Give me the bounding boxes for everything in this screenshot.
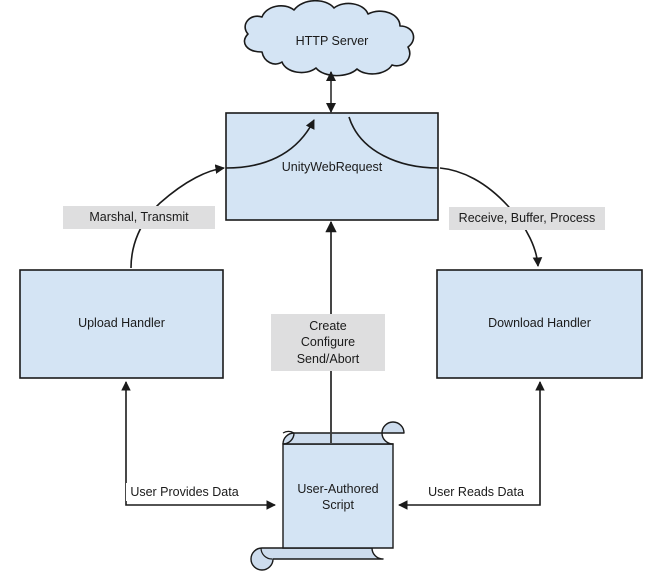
node-unity-web-request-shape <box>225 112 439 221</box>
edge-inner-right-curve <box>348 116 439 169</box>
tag-create-configure-send: Create Configure Send/Abort <box>271 314 385 371</box>
edge-download-to-script <box>398 381 545 510</box>
edge-script-to-upload <box>121 381 276 510</box>
edge-inner-left-curve <box>225 119 315 169</box>
edge-label-user-reads-data: User Reads Data <box>424 483 528 501</box>
edge-label-user-provides-data: User Provides Data <box>126 483 243 501</box>
node-upload-handler-shape <box>19 269 224 379</box>
node-user-script-shape <box>250 421 405 571</box>
edge-upload-to-unity <box>130 164 225 269</box>
tag-receive-buffer-process: Receive, Buffer, Process <box>449 207 605 230</box>
node-download-handler-shape <box>436 269 643 379</box>
tag-marshal-transmit: Marshal, Transmit <box>63 206 215 229</box>
edge-unity-to-download <box>439 167 543 267</box>
node-http-server-shape <box>243 0 415 77</box>
